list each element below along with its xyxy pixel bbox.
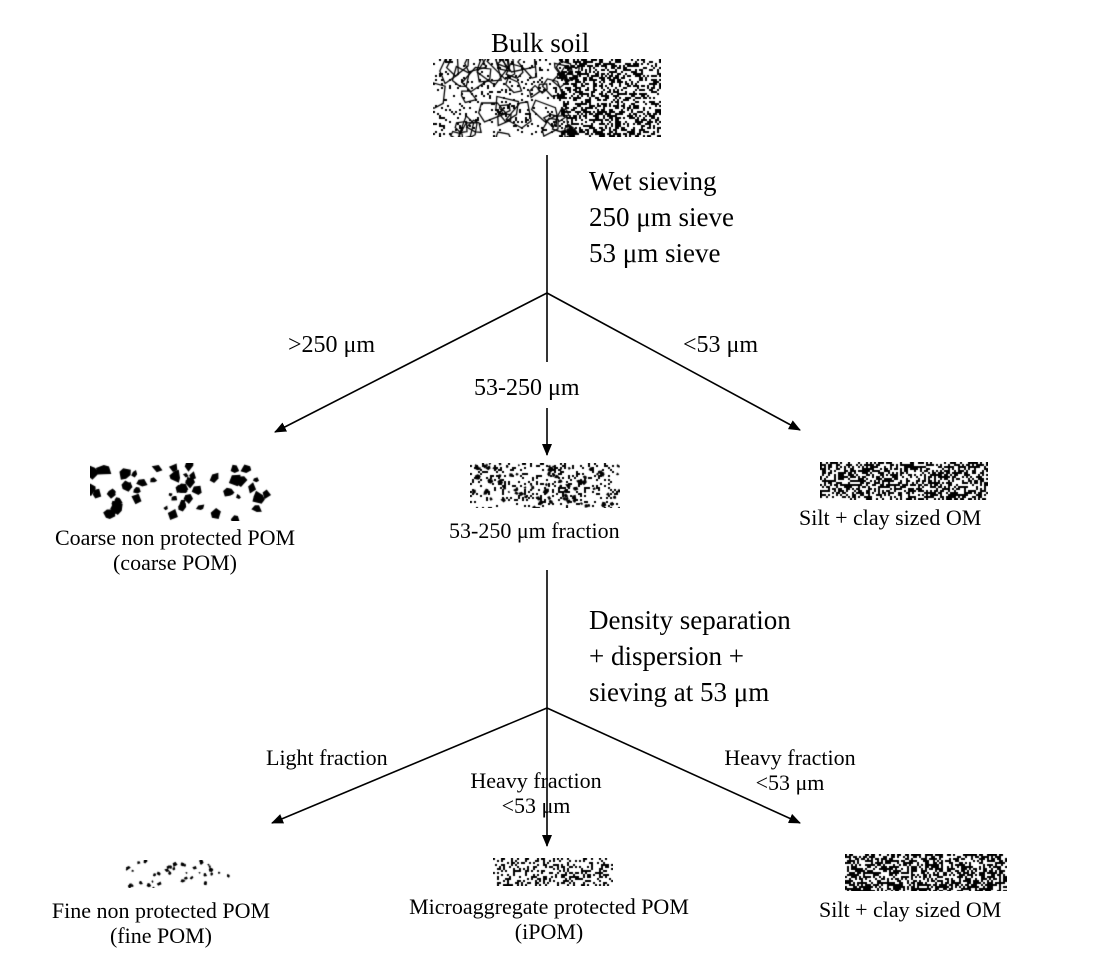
ipom-label-line2: (iPOM) (514, 919, 584, 945)
branch-label-gt250: >250 μm (288, 332, 376, 358)
coarse-pom-label: Coarse non protected POM (coarse POM) (25, 525, 325, 576)
silt-clay-texture-image-2 (845, 854, 1007, 891)
silt-clay-label: Silt + clay sized OM (799, 505, 982, 530)
arrow-to-coarse (274, 292, 548, 433)
bulk-soil-texture-image (433, 59, 661, 137)
heavy-fraction-mid-line1: Heavy fraction (470, 768, 602, 793)
light-fraction-label: Light fraction (266, 745, 388, 770)
heavy-fraction-right-line1: Heavy fraction (724, 745, 856, 770)
ipom-label-line1: Microaggregate protected POM (409, 894, 689, 919)
branch-label-53-250: 53-250 μm (474, 375, 580, 401)
arrow-to-silt-clay (546, 292, 801, 431)
arrow-to-fine-pom (271, 707, 548, 824)
arrow-to-silt-clay-2 (546, 707, 801, 824)
fine-pom-label-line1: Fine non protected POM (51, 898, 271, 923)
step1-line-3: 53 μm sieve (589, 238, 721, 268)
heavy-fraction-right-line2: <53 μm (755, 770, 825, 796)
fine-pom-label-line2: (fine POM) (109, 923, 213, 949)
heavy-fraction-mid-line2: <53 μm (501, 793, 571, 819)
coarse-pom-texture-image (90, 463, 272, 521)
fine-pom-texture-image (119, 860, 235, 888)
step2-line-2: + dispersion + (589, 641, 744, 671)
branch-label-lt53: <53 μm (683, 332, 759, 358)
fine-pom-label: Fine non protected POM (fine POM) (26, 898, 296, 949)
heavy-fraction-right-label: Heavy fraction <53 μm (690, 745, 890, 796)
coarse-pom-label-line1: Coarse non protected POM (54, 525, 296, 550)
step1-line-2: 250 μm sieve (589, 202, 734, 232)
coarse-pom-label-line2: (coarse POM) (112, 550, 238, 576)
title: Bulk soil (491, 28, 590, 58)
step2-line-3: sieving at 53 μm (589, 677, 770, 707)
ipom-texture-image (493, 858, 613, 886)
step2-line-1: Density separation (589, 605, 791, 635)
heavy-fraction-mid-label: Heavy fraction <53 μm (436, 768, 636, 819)
step1-line-1: Wet sieving (589, 166, 717, 196)
silt-clay-texture-image (820, 462, 988, 500)
ipom-label: Microaggregate protected POM (iPOM) (374, 894, 724, 945)
silt-clay-label-2: Silt + clay sized OM (819, 897, 1002, 922)
mid-fraction-label: 53-250 μm fraction (449, 518, 620, 543)
mid-fraction-texture-image (470, 463, 620, 508)
